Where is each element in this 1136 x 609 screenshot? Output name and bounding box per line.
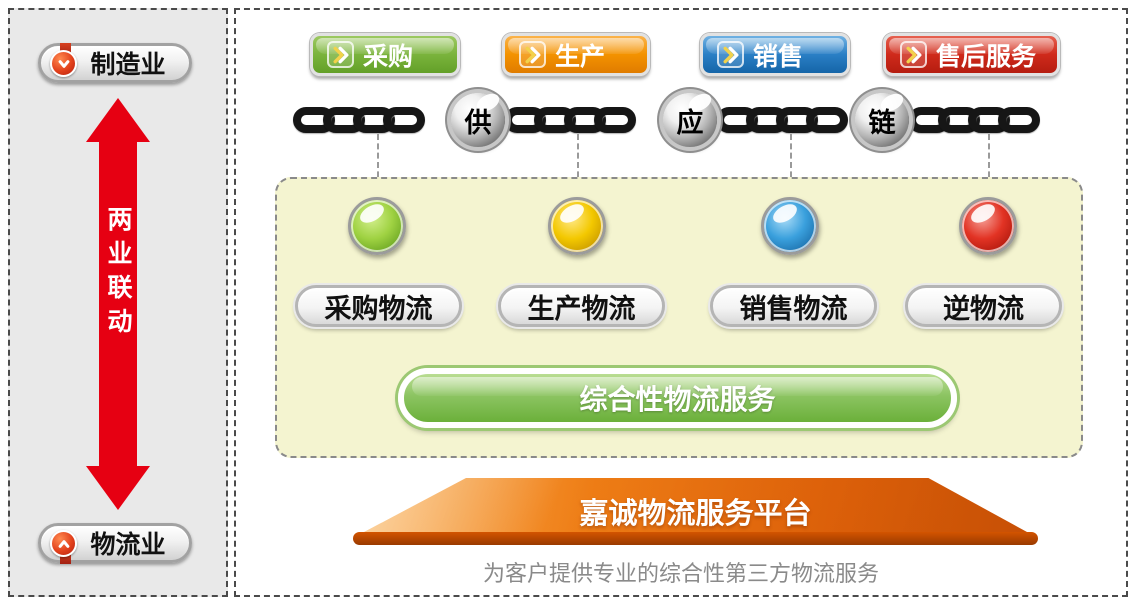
connector-dashed-line [377,134,379,196]
gold-orb-icon [548,197,606,255]
logistics-pill: 物流业 [38,523,192,564]
green-orb-icon [348,197,406,255]
red-orb-icon [959,197,1017,255]
manufacturing-label: 制造业 [90,50,166,79]
production-logistics-pill: 生产物流 [498,285,665,327]
double-chevron-icon [900,41,927,68]
process-button-production: 生产 [502,33,650,76]
chain-link [383,107,425,133]
comprehensive-logistics-label: 综合性物流服务 [579,383,776,416]
connector-dashed-line [577,134,579,196]
sales-logistics-pill: 销售物流 [710,285,877,327]
arrow-up-head [86,98,150,142]
process-button-label: 采购 [363,41,414,71]
chain-link [594,107,636,133]
tagline-text: 为客户提供专业的综合性第三方物流服务 [482,562,879,587]
platform-trapezoid: 嘉诚物流服务平台 [353,478,1038,546]
process-button-sales: 销售 [700,33,850,76]
chain-link [998,107,1040,133]
procurement-logistics-pill: 采购物流 [295,285,462,327]
double-chevron-icon [327,41,354,68]
chain-bead-apply: 应 [663,93,717,147]
two-way-arrow [99,140,137,468]
process-button-label: 销售 [753,41,804,71]
sidebar-industries: 制造业 两业联动 物流业 [8,8,228,597]
platform-face [358,478,1033,535]
chain-link [806,107,848,133]
process-button-after-sales: 售后服务 [883,33,1060,76]
double-chevron-icon [519,41,546,68]
platform-base [353,532,1038,545]
manufacturing-pill: 制造业 [38,43,192,83]
arrow-down-head [86,466,150,510]
process-button-label: 售后服务 [936,41,1037,71]
chevron-down-badge-icon [50,43,81,79]
process-button-label: 生产 [555,41,606,71]
reverse-logistics-pill: 逆物流 [905,285,1062,327]
chain-bead-supply: 供 [451,93,505,147]
platform-title: 嘉诚物流服务平台 [579,496,812,530]
comprehensive-logistics-pill: 综合性物流服务 [398,368,957,428]
connector-dashed-line [790,134,792,196]
double-chevron-icon [717,41,744,68]
linkage-label: 两业联动 [104,206,133,342]
blue-orb-icon [761,197,819,255]
process-button-procurement: 采购 [310,33,460,76]
chevron-up-badge-icon [50,528,81,564]
logistics-label: 物流业 [90,530,166,559]
supply-chain-panel: 采购 生产 销售 售后服务 供 应 链 采购物流 生产物流 销售 [234,8,1128,597]
chain-bead-chain: 链 [855,93,909,147]
connector-dashed-line [988,134,990,196]
